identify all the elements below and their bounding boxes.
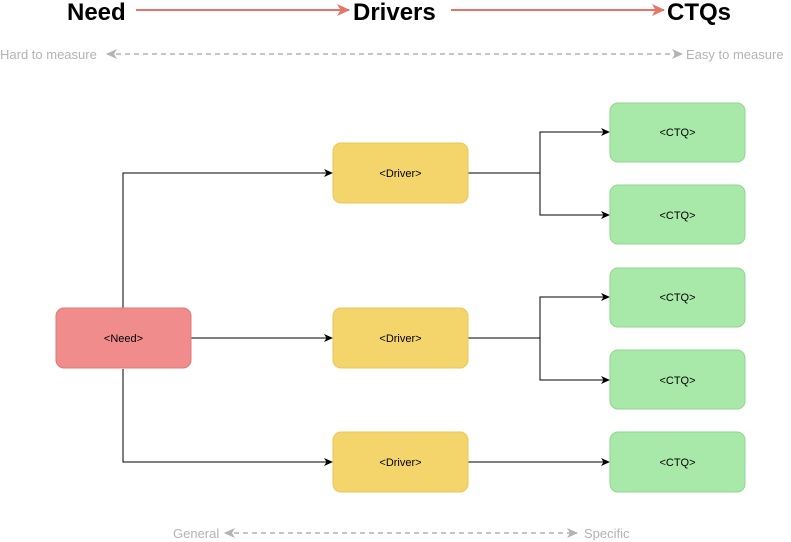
connector-need-to-driver-3 xyxy=(122,369,333,466)
scale-label-specific: Specific xyxy=(584,526,630,541)
connector-driver-2-to-ctq-4 xyxy=(539,338,610,384)
need-node[interactable]: <Need> xyxy=(55,307,192,369)
ctq-node-5[interactable]: <CTQ> xyxy=(609,431,746,493)
connector-driver-1-to-ctq-1 xyxy=(468,128,610,174)
connector-driver-1-to-ctq-2 xyxy=(539,173,610,219)
ctq-node-2[interactable]: <CTQ> xyxy=(609,184,746,245)
driver-node-2[interactable]: <Driver> xyxy=(332,307,469,369)
ctq-box-5 xyxy=(609,431,746,493)
driver-label-3: <Driver> xyxy=(379,457,421,469)
scale-label-hard-to-measure: Hard to measure xyxy=(0,47,97,62)
ctq-label-4: <CTQ> xyxy=(659,375,695,387)
driver-label-2: <Driver> xyxy=(379,333,421,345)
ctq-label-1: <CTQ> xyxy=(659,127,695,139)
connector-need-to-driver-1 xyxy=(122,169,333,308)
driver-box-3 xyxy=(332,431,469,493)
header-ctqs: CTQs xyxy=(667,0,731,26)
ctq-box-1 xyxy=(609,102,746,163)
header-need: Need xyxy=(67,0,126,26)
driver-box-1 xyxy=(332,142,469,204)
ctq-label-5: <CTQ> xyxy=(659,457,695,469)
ctq-label-2: <CTQ> xyxy=(659,210,695,222)
driver-label-1: <Driver> xyxy=(379,168,421,180)
ctq-box-2 xyxy=(609,184,746,245)
scale-label-general: General xyxy=(173,526,219,541)
ctq-node-4[interactable]: <CTQ> xyxy=(609,349,746,410)
driver-node-3[interactable]: <Driver> xyxy=(332,431,469,493)
need-label: <Need> xyxy=(104,333,143,345)
header-drivers: Drivers xyxy=(353,0,436,26)
ctq-box-4 xyxy=(609,349,746,410)
driver-box-2 xyxy=(332,307,469,369)
connector-driver-2-to-ctq-3 xyxy=(468,293,610,339)
driver-node-1[interactable]: <Driver> xyxy=(332,142,469,204)
need-box xyxy=(55,307,192,369)
ctq-box-3 xyxy=(609,267,746,328)
scale-label-easy-to-measure: Easy to measure xyxy=(686,47,784,62)
ctq-label-3: <CTQ> xyxy=(659,292,695,304)
ctq-node-3[interactable]: <CTQ> xyxy=(609,267,746,328)
ctq-node-1[interactable]: <CTQ> xyxy=(609,102,746,163)
